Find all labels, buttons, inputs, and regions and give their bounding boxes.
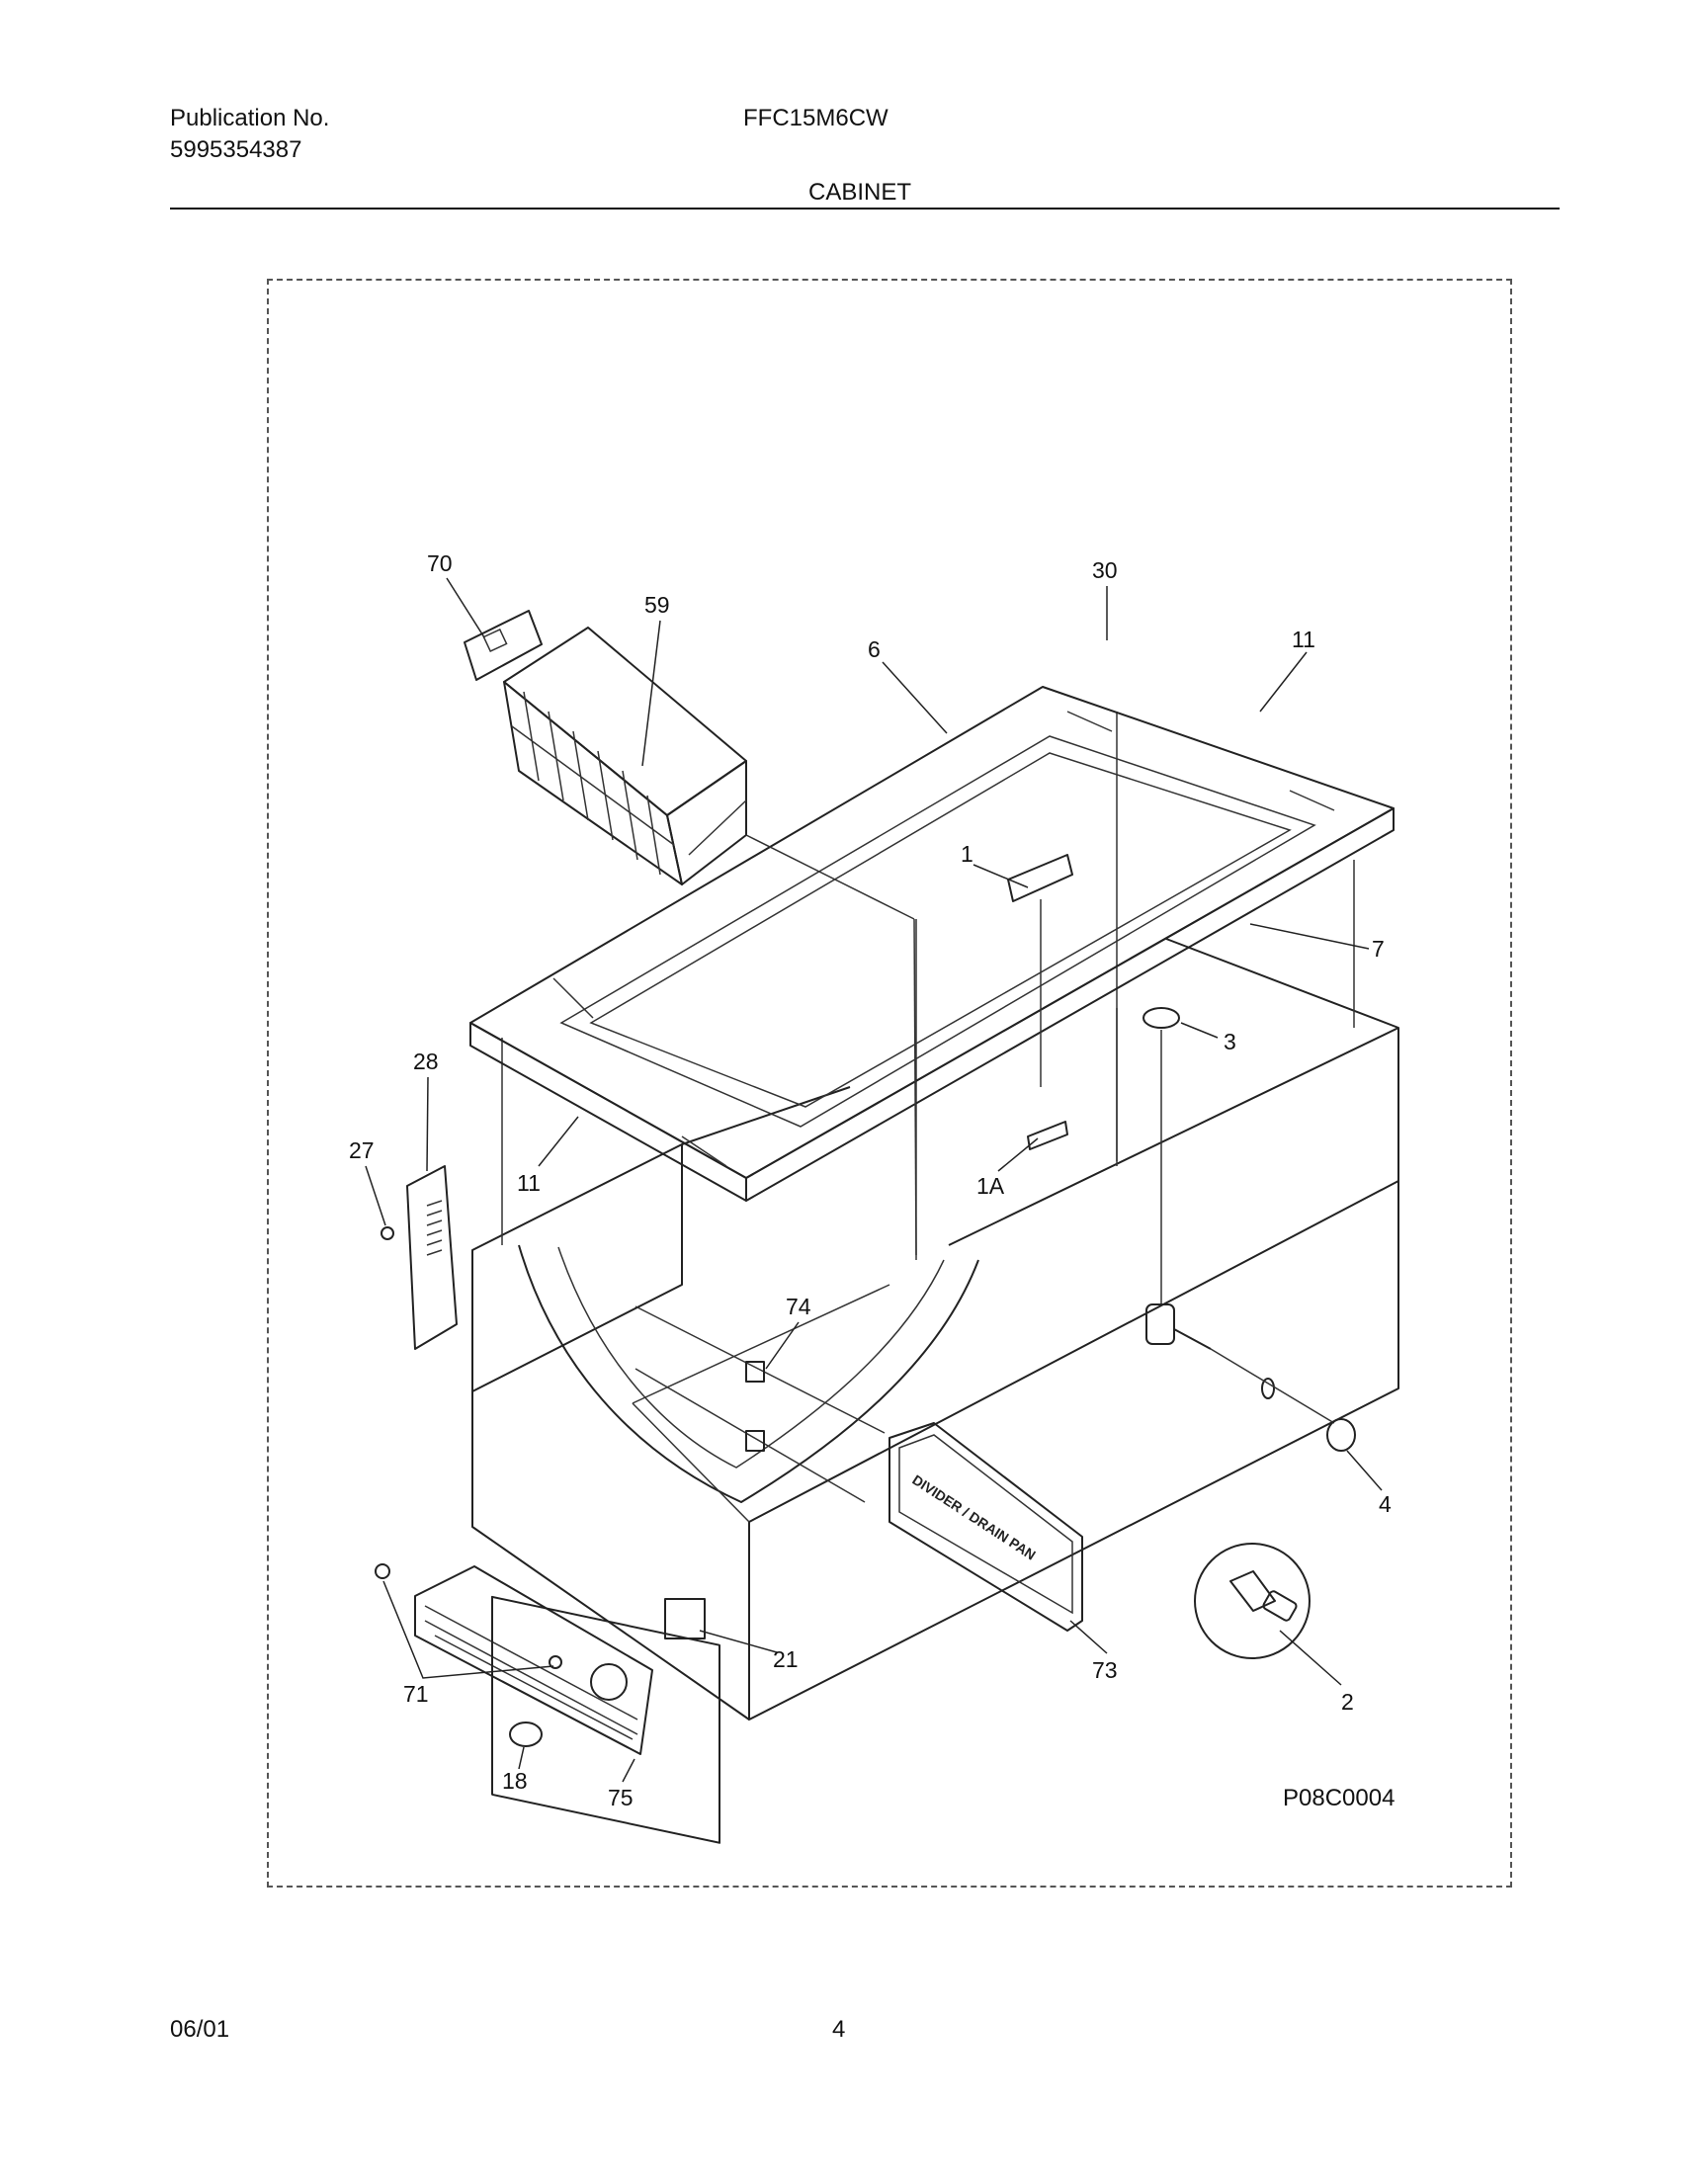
callout-18: 18: [502, 1768, 528, 1794]
top-breaker-frame: [469, 686, 1395, 1202]
callout-11-top: 11: [1292, 627, 1315, 652]
callout-59: 59: [644, 592, 670, 618]
model-number: FFC15M6CW: [743, 105, 888, 131]
callout-4: 4: [1379, 1491, 1392, 1517]
callout-75: 75: [608, 1785, 634, 1810]
callout-7: 7: [1372, 936, 1385, 962]
callout-28: 28: [413, 1049, 439, 1074]
detail-fitting: [1194, 1543, 1311, 1659]
drain-assembly: [1142, 1007, 1356, 1452]
publication-number: 5995354387: [170, 136, 302, 163]
callout-21: 21: [773, 1646, 799, 1672]
callout-11-front: 11: [517, 1170, 541, 1196]
drain-pan-label: DIVIDER / DRAIN PAN: [909, 1471, 1038, 1563]
wire-basket: [503, 627, 917, 1256]
callout-27: 27: [349, 1137, 375, 1163]
callout-1: 1: [961, 841, 973, 867]
callout-2: 2: [1341, 1689, 1354, 1715]
cabinet-body: [471, 712, 1399, 1721]
callout-6: 6: [868, 636, 881, 662]
diagram-frame: [267, 279, 1512, 1888]
diagram-code: P08C0004: [1283, 1785, 1395, 1811]
callout-73: 73: [1092, 1657, 1118, 1683]
center-latch-parts: [1007, 854, 1073, 1150]
callout-74: 74: [786, 1294, 811, 1319]
section-title: CABINET: [808, 179, 912, 206]
callout-1a: 1A: [976, 1173, 1005, 1199]
callout-3: 3: [1224, 1029, 1236, 1054]
publication-label: Publication No.: [170, 105, 330, 131]
footer-date: 06/01: [170, 2016, 230, 2043]
clips-and-wires: [634, 1305, 886, 1503]
callout-30: 30: [1092, 557, 1118, 583]
front-grille: [375, 1563, 720, 1844]
lid-hinge: [381, 1165, 458, 1350]
callout-70: 70: [427, 550, 453, 576]
header-rule: [170, 208, 1560, 210]
callout-numbers: 70 59 6 30 11 1 7 3 28 27 11 1A 74 4 21 …: [349, 550, 1395, 1811]
page-number: 4: [832, 2016, 846, 2043]
callout-leaders: [365, 577, 1383, 1783]
callout-71: 71: [403, 1681, 429, 1707]
basket-hanger-clip: [464, 610, 543, 681]
